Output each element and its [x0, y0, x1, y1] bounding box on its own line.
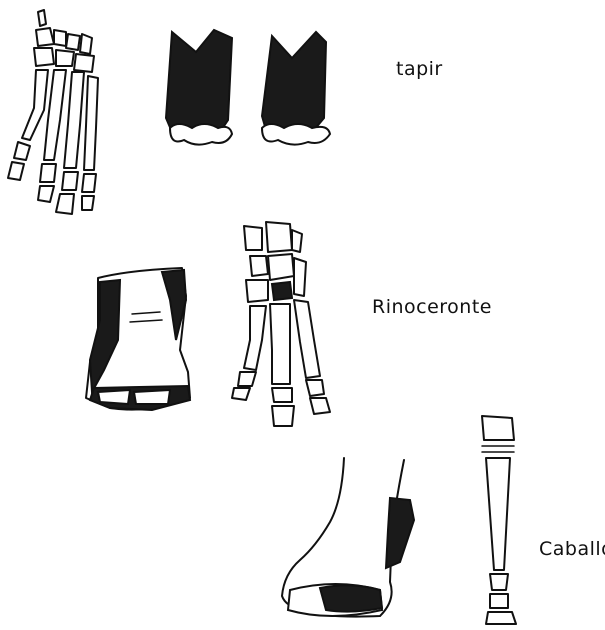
horse-skeleton-leg — [482, 416, 516, 624]
rhino-skeleton-foot — [232, 222, 330, 426]
label-tapir: tapir — [396, 58, 443, 80]
label-rhinoceros: Rinoceronte — [372, 296, 492, 318]
tapir-hoof-front — [166, 30, 232, 145]
rhino-foot-outline — [86, 268, 190, 410]
tapir-hoof-side — [262, 32, 330, 145]
horse-hoof — [282, 458, 414, 617]
tapir-skeleton-foot — [8, 10, 98, 214]
label-horse: Caballo — [539, 538, 605, 560]
